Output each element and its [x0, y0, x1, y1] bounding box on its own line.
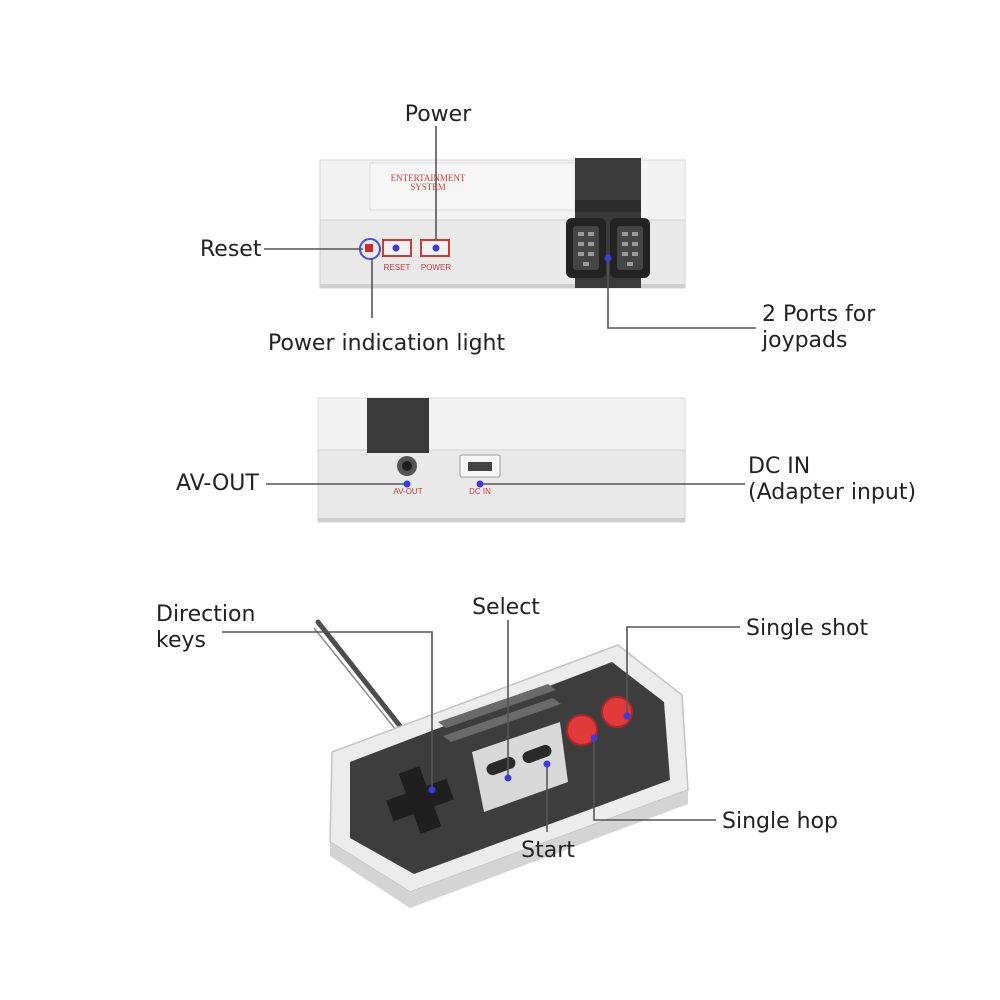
- entertainment-label-line1: ENTERTAINMENT: [391, 173, 466, 183]
- joypad-ports-callout-line2: joypads: [761, 328, 847, 353]
- select-callout: Select: [472, 595, 540, 620]
- reset-callout: Reset: [200, 237, 262, 262]
- direction-pad[interactable]: [386, 766, 454, 834]
- controller: [313, 619, 689, 908]
- a-button[interactable]: [601, 696, 633, 728]
- single-hop-callout: Single hop: [722, 809, 838, 834]
- direction-keys-callout-line2: keys: [156, 628, 206, 653]
- power-light: [365, 244, 373, 252]
- dc-in-callout-line2: (Adapter input): [748, 480, 916, 505]
- dc-in-port-label: DC IN: [469, 487, 491, 496]
- console-back-face: [317, 449, 686, 523]
- joypad-ports-callout-line1: 2 Ports for: [762, 302, 876, 327]
- leader-lines: [222, 126, 756, 832]
- start-callout: Start: [521, 838, 575, 863]
- console-back: AV-OUT DC IN: [317, 397, 686, 523]
- av-out-callout: AV-OUT: [176, 471, 259, 496]
- av-out-port-label: AV-OUT: [393, 487, 422, 496]
- reset-button-label: RESET: [384, 263, 411, 272]
- direction-keys-callout-line1: Direction: [156, 602, 255, 627]
- pointer-dots: [392, 244, 631, 794]
- power-button-label: POWER: [421, 263, 451, 272]
- power-callout: Power: [405, 102, 472, 127]
- single-shot-callout: Single shot: [746, 616, 868, 641]
- console-front: ENTERTAINMENT SYSTEM RESET POWER: [319, 158, 686, 289]
- b-button[interactable]: [566, 714, 598, 746]
- start-button[interactable]: [521, 743, 553, 765]
- dc-in-callout-line1: DC IN: [748, 454, 810, 479]
- power-light-callout: Power indication light: [268, 331, 505, 356]
- entertainment-label-line2: SYSTEM: [410, 182, 446, 192]
- callout-labels: Power Reset Power indication light 2 Por…: [156, 102, 916, 863]
- entertainment-label-plate: [369, 162, 576, 211]
- back-dark-block: [367, 398, 429, 453]
- controller-cable: [315, 619, 403, 729]
